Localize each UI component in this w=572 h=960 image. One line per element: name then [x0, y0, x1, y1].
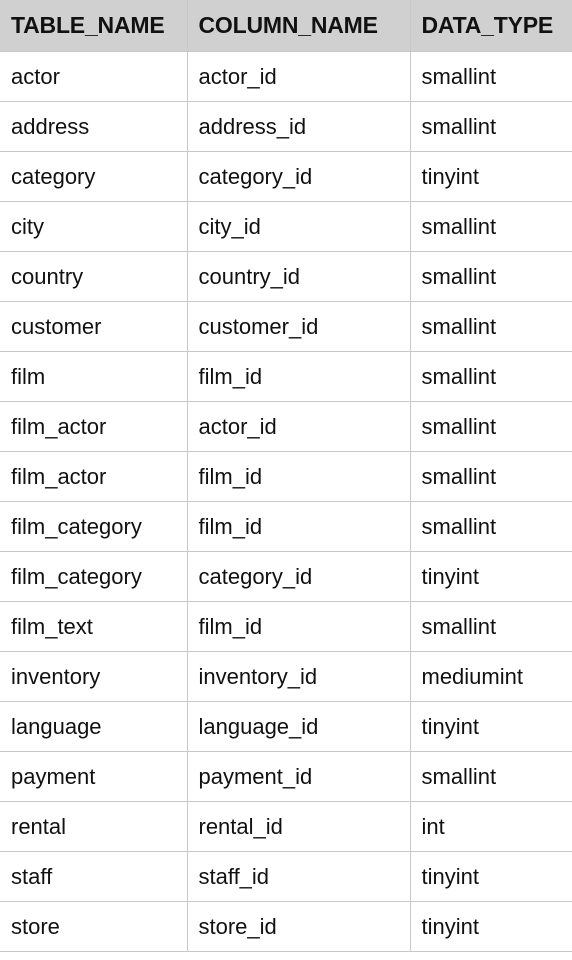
cell-data-type[interactable]: smallint — [409, 401, 572, 452]
cell-data-type[interactable]: smallint — [409, 101, 572, 152]
cell-data-type[interactable]: tinyint — [409, 701, 572, 752]
cell-column-name[interactable]: country_id — [186, 251, 411, 302]
cell-data-type[interactable]: tinyint — [409, 551, 572, 602]
cell-column-name[interactable]: category_id — [186, 151, 411, 202]
cell-column-name[interactable]: address_id — [186, 101, 411, 152]
cell-data-type[interactable]: int — [409, 801, 572, 852]
cell-table-name[interactable]: category — [0, 151, 188, 202]
cell-table-name[interactable]: payment — [0, 751, 188, 802]
cell-table-name[interactable]: actor — [0, 51, 188, 102]
cell-table-name[interactable]: customer — [0, 301, 188, 352]
table-header: TABLE_NAME COLUMN_NAME DATA_TYPE — [0, 0, 572, 52]
cell-column-name[interactable]: rental_id — [186, 801, 411, 852]
cell-table-name[interactable]: staff — [0, 851, 188, 902]
cell-column-name[interactable]: language_id — [186, 701, 411, 752]
cell-data-type[interactable]: smallint — [409, 351, 572, 402]
cell-table-name[interactable]: film — [0, 351, 188, 402]
cell-table-name[interactable]: film_actor — [0, 401, 188, 452]
cell-table-name[interactable]: film_category — [0, 501, 188, 552]
header-table-name[interactable]: TABLE_NAME — [0, 0, 188, 52]
cell-table-name[interactable]: film_text — [0, 601, 188, 652]
cell-data-type[interactable]: smallint — [409, 601, 572, 652]
cell-table-name[interactable]: language — [0, 701, 188, 752]
cell-column-name[interactable]: film_id — [186, 451, 411, 502]
header-data-type[interactable]: DATA_TYPE — [409, 0, 572, 52]
cell-column-name[interactable]: actor_id — [186, 401, 411, 452]
cell-data-type[interactable]: smallint — [409, 751, 572, 802]
cell-column-name[interactable]: film_id — [186, 351, 411, 402]
cell-column-name[interactable]: store_id — [186, 901, 411, 952]
header-column-name[interactable]: COLUMN_NAME — [186, 0, 411, 52]
cell-data-type[interactable]: tinyint — [409, 851, 572, 902]
cell-table-name[interactable]: inventory — [0, 651, 188, 702]
cell-table-name[interactable]: rental — [0, 801, 188, 852]
cell-table-name[interactable]: film_category — [0, 551, 188, 602]
cell-data-type[interactable]: smallint — [409, 201, 572, 252]
cell-table-name[interactable]: address — [0, 101, 188, 152]
cell-data-type[interactable]: tinyint — [409, 901, 572, 952]
cell-column-name[interactable]: film_id — [186, 501, 411, 552]
cell-table-name[interactable]: film_actor — [0, 451, 188, 502]
cell-column-name[interactable]: actor_id — [186, 51, 411, 102]
cell-data-type[interactable]: smallint — [409, 501, 572, 552]
cell-data-type[interactable]: smallint — [409, 251, 572, 302]
cell-column-name[interactable]: inventory_id — [186, 651, 411, 702]
cell-data-type[interactable]: smallint — [409, 451, 572, 502]
cell-table-name[interactable]: store — [0, 901, 188, 952]
cell-data-type[interactable]: smallint — [409, 51, 572, 102]
header-row: TABLE_NAME COLUMN_NAME DATA_TYPE — [0, 0, 572, 52]
cell-table-name[interactable]: city — [0, 201, 188, 252]
cell-table-name[interactable]: country — [0, 251, 188, 302]
cell-data-type[interactable]: smallint — [409, 301, 572, 352]
cell-data-type[interactable]: tinyint — [409, 151, 572, 202]
cell-column-name[interactable]: category_id — [186, 551, 411, 602]
cell-column-name[interactable]: staff_id — [186, 851, 411, 902]
cell-column-name[interactable]: payment_id — [186, 751, 411, 802]
cell-column-name[interactable]: city_id — [186, 201, 411, 252]
cell-column-name[interactable]: film_id — [186, 601, 411, 652]
cell-column-name[interactable]: customer_id — [186, 301, 411, 352]
cell-data-type[interactable]: mediumint — [409, 651, 572, 702]
